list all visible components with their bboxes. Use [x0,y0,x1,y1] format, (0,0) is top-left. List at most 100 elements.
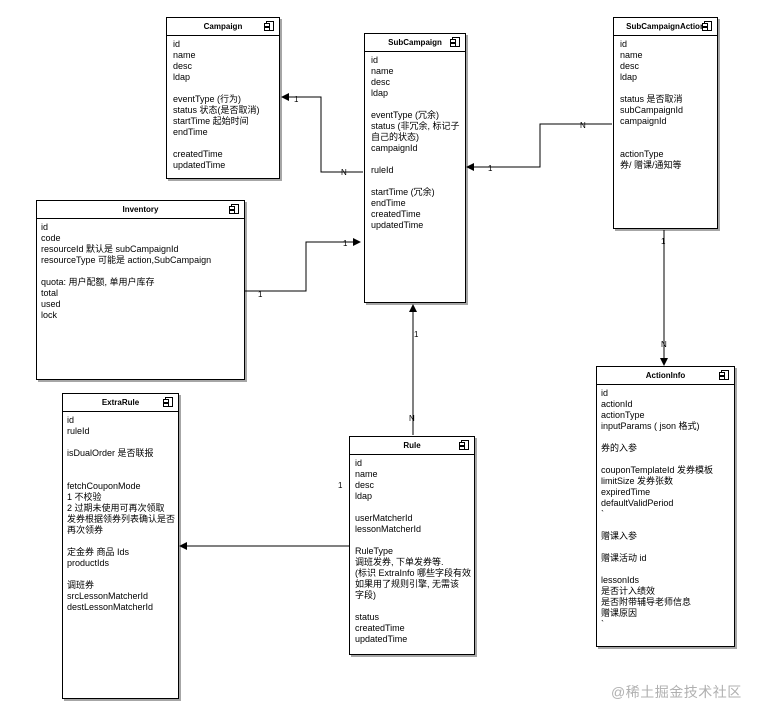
attribute-line: ` [601,619,604,629]
attribute-line: id [601,388,609,398]
attribute-line: 赠课入参 [601,531,638,541]
attribute-line: resourceType 可能是 action,SubCampaign [41,255,212,265]
attribute-line: userMatcherId [355,513,413,523]
component-icon [459,440,469,450]
class-subcampaign-header: SubCampaign [365,34,465,52]
mult-inventory-sub-one: 1 [343,239,348,248]
component-icon [450,37,460,47]
watermark: @稀土掘金技术社区 [611,684,742,700]
attribute-line: defaultValidPeriod [601,498,674,508]
attribute-line: fetchCouponMode [67,481,141,491]
attribute-line: quota: 用户配额, 单用户库存 [41,277,155,287]
mult-sub-campaign-many: N [341,168,347,177]
class-campaign-header: Campaign [167,18,279,36]
attribute-line: status [355,612,380,622]
attribute-line: eventType (行为) [173,94,242,104]
attribute-line: createdTime [371,209,421,219]
attribute-line: ldap [355,491,373,501]
attribute-line: 字段) [355,590,376,600]
component-icon [264,21,274,31]
attribute-line: desc [620,61,640,71]
attribute-line: couponTemplateId 发券模板 [601,465,714,475]
attribute-line: id [620,39,628,49]
attribute-line: expiredTime [601,487,651,497]
attribute-line: id [371,55,379,65]
attribute-line: id [355,458,363,468]
attribute-line: actionId [601,399,633,409]
mult-rule-sub-many: N [409,414,415,423]
component-icon [163,397,173,407]
attribute-line: code [41,233,61,243]
edge-subcampaign-campaign [281,93,363,173]
class-inventory-header: Inventory [37,201,244,219]
attribute-line: 券/ 赠课/通知等 [620,160,682,170]
attribute-line: srcLessonMatcherId [67,591,149,601]
attribute-line: limitSize 发券张数 [601,476,674,486]
attribute-line: updatedTime [355,634,408,644]
attribute-line: subCampaignId [620,105,684,115]
edge-inventory-subcampaign [245,238,361,292]
class-subcampaign-action-header: SubCampaignAction [614,18,717,36]
component-icon [719,370,729,380]
attribute-line: inputParams ( json 格式) [601,421,700,431]
attribute-line: ruleId [67,426,90,436]
attribute-line: 赠课原因 [601,608,638,618]
edge-action-subcampaign [466,123,612,171]
attribute-line: desc [371,77,391,87]
attribute-line: 2 过期未使用可再次领取 [67,503,165,513]
attribute-line: status 是否取消 [620,94,683,104]
class-actioninfo-header: ActionInfo [597,367,734,385]
attribute-line: 再次领券 [67,525,104,535]
attribute-line: 如果用了规则引擎, 无需该 [355,579,460,589]
component-icon [229,204,239,214]
mult-sub-campaign-one: 1 [294,95,299,104]
attribute-line: (标识 ExtraInfo 哪些字段有效 [355,568,472,578]
attribute-line: actionType [601,410,645,420]
attribute-line: startTime 起始时间 [173,116,249,126]
attribute-line: 调班发券, 下单发券等. [355,557,444,567]
attribute-line: ` [601,509,604,519]
mult-action-info-many: N [661,340,667,349]
attribute-line: campaignId [371,143,418,153]
attribute-line: name [620,50,643,60]
attribute-line: name [173,50,196,60]
attribute-line: name [355,469,378,479]
attribute-line: createdTime [173,149,223,159]
attribute-line: 是否附带辅导老师信息 [601,597,692,607]
attribute-line: isDualOrder 是否联报 [67,448,154,458]
attribute-line: lessonMatcherId [355,524,422,534]
attribute-line: 发券根据领券列表确认是否 [67,514,176,524]
attribute-line: ldap [371,88,389,98]
attribute-line: name [371,66,394,76]
attribute-line: resourceId 默认是 subCampaignId [41,244,179,254]
attribute-line: desc [173,61,193,71]
attribute-line: 调班券 [67,580,95,590]
attribute-line: 赠课活动 id [601,553,647,563]
mult-action-sub-one: 1 [488,164,493,173]
attribute-line: 定金券 商品 Ids [67,547,130,557]
attribute-line: updatedTime [371,220,424,230]
attribute-line: desc [355,480,375,490]
attribute-line: ruleId [371,165,394,175]
attribute-line: endTime [173,127,208,137]
attribute-line: total [41,288,59,298]
attribute-line: id [41,222,49,232]
mult-inventory-side-one: 1 [258,290,263,299]
attribute-line: ldap [173,72,191,82]
attribute-line: ldap [620,72,638,82]
attribute-line: endTime [371,198,406,208]
mult-action-sub-many: N [580,121,586,130]
attribute-line: campaignId [620,116,667,126]
